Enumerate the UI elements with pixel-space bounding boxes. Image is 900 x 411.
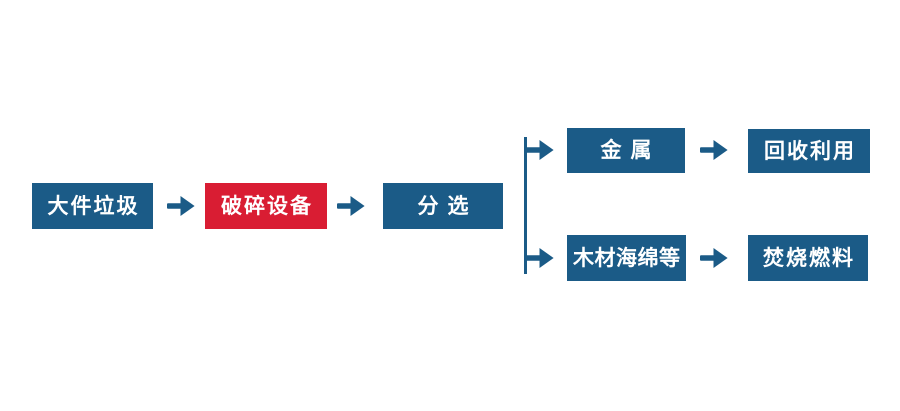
arrow-right-icon xyxy=(526,140,554,160)
arrow-right-icon xyxy=(700,140,728,160)
arrow-right-icon xyxy=(167,196,195,216)
node-bulky-waste: 大件垃圾 xyxy=(32,183,153,229)
node-crushing-equipment-label: 破碎设备 xyxy=(221,193,313,218)
node-recycling: 回收利用 xyxy=(748,129,870,173)
node-incineration-fuel: 焚烧燃料 xyxy=(748,235,868,281)
node-bulky-waste-label: 大件垃圾 xyxy=(47,193,140,218)
arrow-right-icon xyxy=(700,248,728,268)
node-wood-sponge-label: 木材海绵等 xyxy=(573,245,681,270)
node-metal: 金属 xyxy=(567,128,685,173)
branch-connector-line xyxy=(524,137,527,274)
node-incineration-fuel-label: 焚烧燃料 xyxy=(763,245,855,270)
node-crushing-equipment: 破碎设备 xyxy=(205,183,327,229)
node-sorting: 分选 xyxy=(383,183,503,229)
node-metal-label: 金属 xyxy=(600,138,661,162)
arrow-right-icon xyxy=(337,196,365,216)
arrow-right-icon xyxy=(526,248,554,268)
node-sorting-label: 分选 xyxy=(417,193,478,218)
node-recycling-label: 回收利用 xyxy=(764,138,856,163)
node-wood-sponge: 木材海绵等 xyxy=(567,235,686,281)
